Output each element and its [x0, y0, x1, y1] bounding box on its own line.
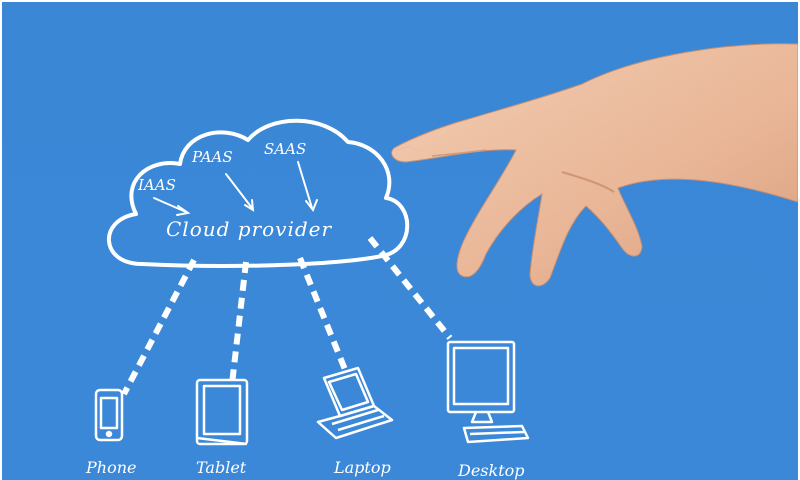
- knuckle-shade: [561, 171, 615, 193]
- arrow-iaas: [153, 197, 187, 213]
- service-label-paas: PAAS: [191, 148, 233, 166]
- device-label-laptop: Laptop: [333, 458, 391, 477]
- desktop-icon: [446, 340, 530, 444]
- finger-crease: [431, 149, 487, 157]
- hand-shape: [391, 43, 798, 287]
- arrow-iaas-head: [176, 205, 191, 216]
- connector-lines: [121, 236, 453, 396]
- device-label-phone: Phone: [85, 458, 136, 477]
- connector-desktop: [367, 236, 453, 340]
- arrow-paas-head: [244, 199, 255, 212]
- service-label-saas: SAAS: [264, 140, 306, 158]
- connector-tablet: [229, 261, 249, 385]
- device-label-desktop: Desktop: [457, 461, 525, 480]
- connector-phone: [121, 258, 197, 396]
- arrow-paas: [225, 173, 253, 209]
- device-label-tablet: Tablet: [196, 458, 247, 477]
- phone-icon: [94, 388, 124, 442]
- service-label-iaas: IAAS: [137, 176, 176, 194]
- pointing-hand: [391, 43, 798, 287]
- cloud-provider-label: Cloud provider: [166, 217, 333, 241]
- tablet-icon: [195, 378, 249, 446]
- cloud-shape: [107, 118, 410, 268]
- arrow-saas: [297, 161, 313, 209]
- connector-laptop: [297, 256, 349, 374]
- thumb-nail: [397, 146, 419, 153]
- arrow-saas-head: [305, 199, 318, 212]
- service-arrows: [153, 161, 318, 216]
- laptop-icon: [316, 366, 394, 440]
